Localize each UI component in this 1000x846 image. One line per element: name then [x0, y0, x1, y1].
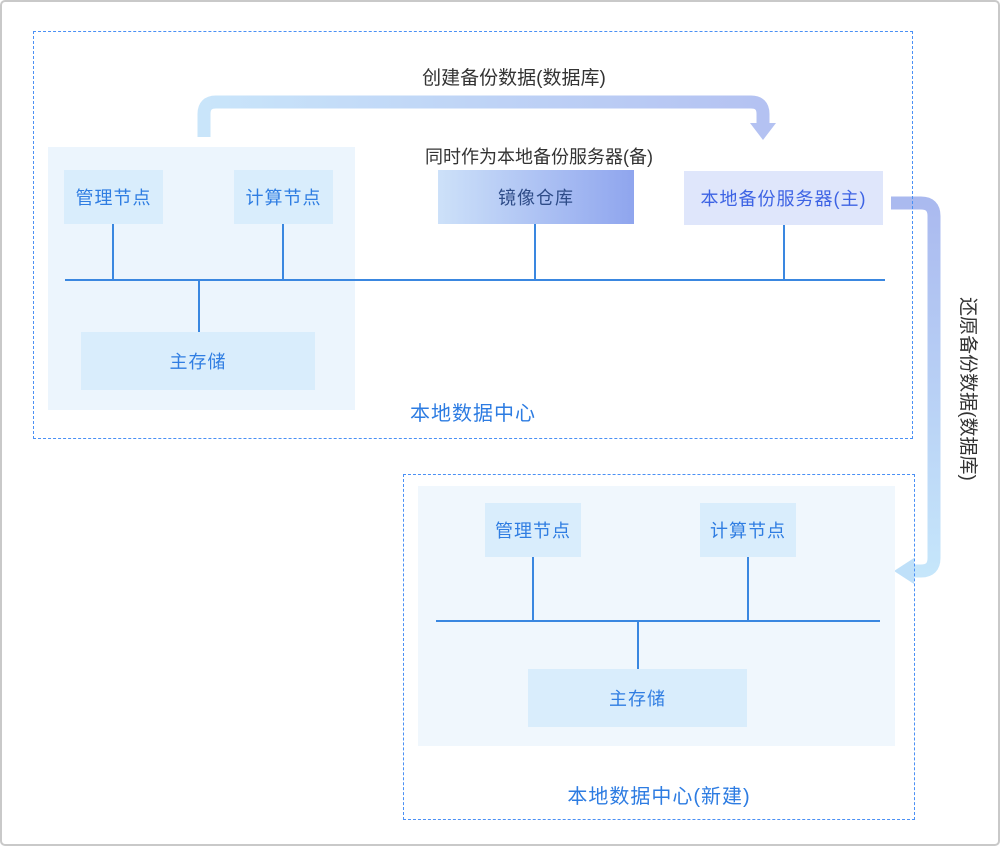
node-mgmt-bottom: 管理节点 [485, 503, 581, 557]
mgmt-link-bottom [532, 557, 534, 621]
compute-link-bottom [747, 557, 749, 621]
node-mgmt-top: 管理节点 [64, 170, 163, 224]
node-compute-top: 计算节点 [234, 170, 333, 224]
node-mirror-repo: 镜像仓库 [438, 170, 634, 224]
node-storage-top: 主存储 [81, 332, 315, 390]
backup-link [783, 225, 785, 280]
compute-link-top [282, 224, 284, 280]
local-datacenter-label: 本地数据中心 [410, 403, 536, 425]
mirror-link [534, 224, 536, 280]
node-compute-bottom: 计算节点 [700, 503, 796, 557]
restore-backup-label: 还原备份数据(数据库) [957, 297, 978, 481]
local-datacenter-container [33, 31, 913, 439]
bus-line-top [65, 279, 885, 281]
bus-line-bottom [436, 620, 880, 622]
storage-link-top [198, 281, 200, 333]
node-backup-primary: 本地备份服务器(主) [684, 171, 883, 225]
new-datacenter-label: 本地数据中心(新建) [567, 786, 751, 808]
mgmt-link-top [112, 224, 114, 280]
new-datacenter-container [403, 474, 915, 820]
dual-role-note: 同时作为本地备份服务器(备) [425, 147, 653, 167]
node-storage-bottom: 主存储 [528, 669, 747, 727]
create-backup-label: 创建备份数据(数据库) [422, 68, 606, 89]
storage-link-bottom [637, 622, 639, 670]
